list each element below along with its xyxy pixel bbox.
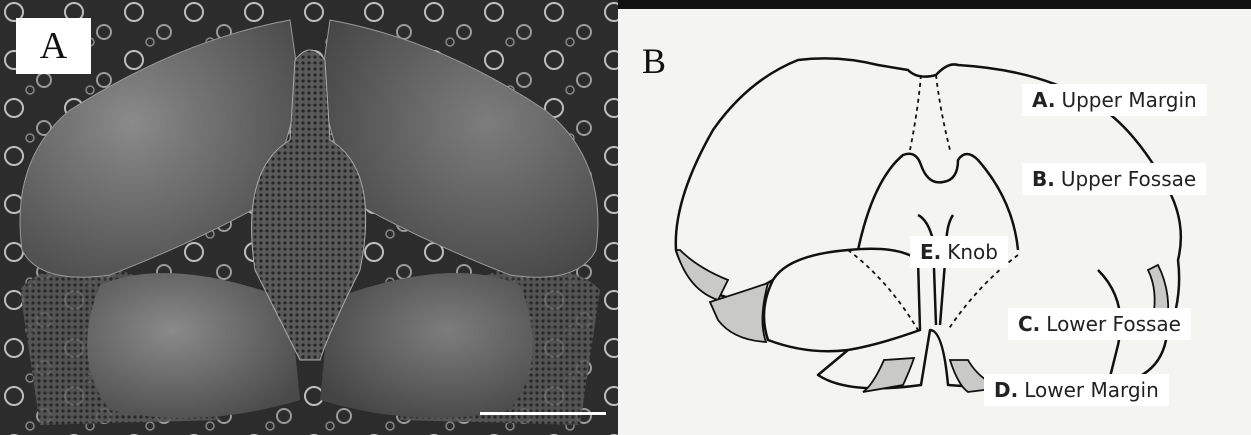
label-key: E. [920,240,941,264]
lower-left-fossa [764,280,848,351]
label-upper-fossae: B.Upper Fossae [1022,163,1206,195]
label-key: C. [1018,312,1040,336]
label-key: B. [1032,167,1055,191]
label-text: Knob [947,240,998,264]
shaded-margin-left [676,250,728,300]
panel-a-sem-image: A [0,0,618,435]
lower-right-lobe [320,273,533,418]
scale-bar [480,412,606,415]
panel-b-letter: B [642,40,666,82]
dashed-upper-right [936,75,950,150]
dashed-upper-left [910,75,921,150]
sem-photo [0,0,618,435]
label-text: Upper Margin [1061,88,1196,112]
label-text: Lower Fossae [1046,312,1181,336]
dashed-lower-left [848,250,918,330]
label-lower-fossae: C.Lower Fossae [1008,308,1191,340]
label-key: A. [1032,88,1055,112]
knob-outline [918,215,953,325]
otolith-drawing [618,0,1251,435]
label-text: Lower Margin [1024,378,1159,402]
label-upper-margin: A.Upper Margin [1022,84,1207,116]
label-text: Upper Fossae [1061,167,1196,191]
panel-a-letter: A [16,18,91,74]
label-lower-margin: D.Lower Margin [984,374,1169,406]
panel-b-drawing: B A.Upper Margin B.Upper Fossae E.Knob C… [618,0,1251,435]
label-knob: E.Knob [910,236,1008,268]
label-key: D. [994,378,1018,402]
